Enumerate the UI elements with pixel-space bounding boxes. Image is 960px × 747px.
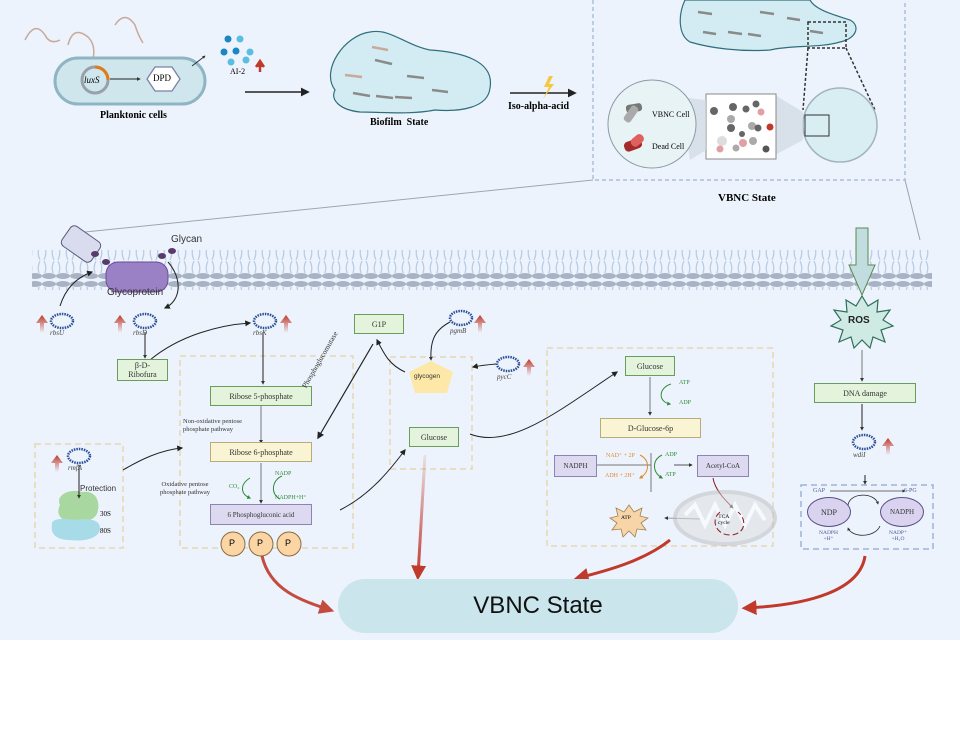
iso-alpha-acid-label: Iso-alpha-acid: [508, 101, 570, 112]
co2-label: CO₂: [229, 484, 240, 490]
nadph-box: NADPH: [554, 455, 597, 477]
ai2-label: AI-2: [230, 67, 246, 76]
ribosome-30s-label: 30S: [100, 510, 111, 518]
vbnc-biofilm: [679, 0, 876, 111]
nadph-h-label: NADPH +H⁺: [819, 530, 838, 542]
glycoprotein-label: Glycoprotein: [107, 287, 164, 298]
micrograph-cells: [710, 100, 774, 153]
non-oxidative-label: Non-oxidative pentose phosphate pathway: [183, 418, 243, 433]
ros-label: ROS: [848, 315, 870, 326]
ros-burst: [829, 294, 895, 350]
ribosome-80s-label: 80S: [100, 527, 111, 535]
beta-d-ribofura-box: β-D- Ribofura: [117, 359, 168, 381]
acetyl-coa-box: Acetyl-CoA: [697, 455, 749, 477]
phosphogluconic-box: 6 Phosphogluconic acid: [210, 504, 312, 525]
cell-membrane: [32, 250, 932, 290]
legend-circle: [607, 79, 697, 169]
ribosome-30s: [58, 490, 99, 523]
gap-label: GAP: [813, 488, 826, 494]
ribose-6-phosphate-box: Ribose 6-phosphate: [210, 442, 312, 462]
phosphate-group: [220, 531, 302, 557]
atp-in-label: ATP: [679, 380, 690, 386]
nadph-label: NADPH+H⁺: [275, 495, 307, 501]
biofilm-cluster: [329, 30, 491, 114]
adp-out-label: ADP: [679, 400, 692, 406]
phosphate-p1: P: [229, 538, 236, 548]
dpd-label: DPD: [153, 73, 172, 83]
legend-vbnc-cell: VBNC Cell: [652, 110, 690, 119]
glycogen-label: glycogen: [414, 373, 441, 380]
zoom-square: [804, 114, 830, 137]
d-glucose-6p-box: D-Glucose-6p: [600, 418, 701, 438]
nad-label: NAD⁺ + 2P: [606, 453, 635, 459]
plasmids: [49, 309, 877, 465]
glucose-box-glycolysis: Glucose: [625, 356, 675, 376]
diagram-graphics: [24, 0, 934, 615]
mitochondrion: [673, 490, 777, 546]
biofilm-caption: Biofilm State: [370, 117, 429, 128]
gene-pgmB: pgmB: [450, 327, 467, 335]
gene-pycC: pycC: [497, 373, 512, 381]
oxidative-label: Oxidative pentose phosphate pathway: [160, 481, 211, 496]
gene-rbsU: rbsU: [50, 329, 65, 337]
diagram-canvas: luxS DPD AI-2 Planktonic cells Biofilm S…: [0, 0, 960, 640]
tca-label: TCA cycle: [718, 514, 730, 526]
gene-rbsK: rbsK: [253, 329, 267, 337]
dead-cell-icon: [623, 134, 644, 152]
ndp-ellipse: NDP: [807, 497, 851, 527]
dna-damage-box: DNA damage: [814, 383, 916, 403]
adp-label: ADP: [665, 452, 678, 458]
nadp-h-label: NADP⁺ +H₂O: [889, 530, 907, 542]
glycan-label: Glycan: [171, 234, 203, 245]
planktonic-cell: [24, 16, 207, 106]
gene-rmfA: rmfA: [68, 464, 82, 472]
atp-label: ATP: [665, 472, 676, 478]
vbnc-panel-border: [592, 0, 906, 181]
nadp-label: NADP: [275, 471, 292, 477]
vbnc-cell-icon: [623, 103, 643, 123]
atp-burst: [609, 504, 649, 538]
vbnc-state-outcome: VBNC State: [338, 579, 738, 633]
tca-cycle-arrows: [714, 511, 745, 536]
planktonic-caption: Planktonic cells: [100, 110, 167, 121]
nadph-ellipse: NADPH: [880, 497, 924, 527]
glycoprotein: [105, 261, 169, 293]
ros-input-arrow: [848, 227, 876, 297]
ribosome-80s: [51, 518, 100, 541]
glucose-box-center: Glucose: [409, 427, 459, 447]
phosphate-p3: P: [285, 538, 292, 548]
legend-dead-cell: Dead Cell: [652, 142, 685, 151]
six-pg-label: 6-PG: [904, 488, 917, 494]
petri-dish: [802, 87, 878, 163]
ribose-5-phosphate-box: Ribose 5-phosphate: [210, 386, 312, 406]
protection-label: Protection: [80, 484, 117, 493]
glycogen-shape: [409, 361, 453, 393]
phosphate-p2: P: [257, 538, 264, 548]
lightning-icon: [543, 76, 554, 99]
g1p-box: G1P: [354, 314, 404, 334]
adh-label: ADH + 2H⁺: [605, 473, 635, 479]
gene-rbsD: rbsD: [133, 329, 148, 337]
luxs-gene-label: luxS: [84, 75, 100, 85]
vbnc-panel-caption: VBNC State: [718, 192, 776, 204]
ai2-molecules: [220, 35, 254, 66]
upregulation-arrows: [36, 315, 894, 472]
gene-wdiI: wdiI: [853, 451, 866, 459]
ai2-up-arrow: [254, 58, 266, 72]
atp-burst-label: ATP: [621, 515, 631, 521]
